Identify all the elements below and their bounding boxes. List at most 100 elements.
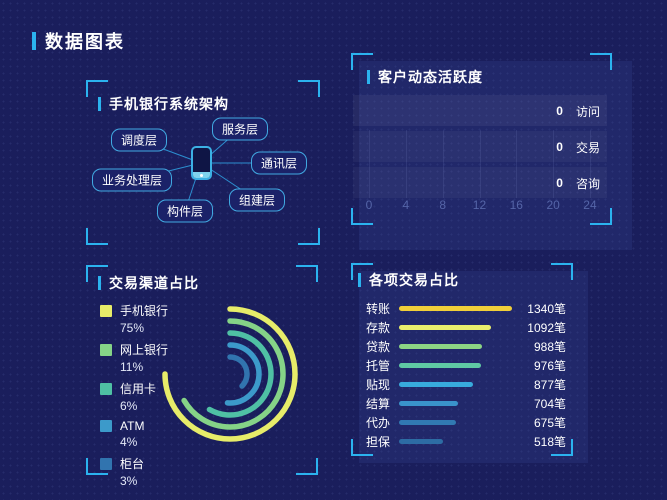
page-title-text: 数据图表 <box>45 32 125 52</box>
trade-bar-rows: 转账 1340笔 存款 1092笔 贷款 988笔 托管 976笔 贴现 <box>366 299 566 451</box>
bar-fill <box>399 401 459 406</box>
legend-swatch <box>100 420 112 432</box>
panel-channel-share: 交易渠道占比 手机银行 75% 网上银行 11% 信用卡 6% ATM 4% 柜… <box>86 265 318 488</box>
legend-percent: 3% <box>120 474 138 488</box>
bar-label: 担保 <box>366 435 391 449</box>
panel-corner <box>590 53 612 70</box>
bar-row-settlement: 结算 704笔 <box>366 394 566 413</box>
x-axis-tick: 4 <box>402 198 410 212</box>
bar-label: 贷款 <box>366 340 391 354</box>
arch-node-dispatch-layer: 调度层 <box>110 128 168 152</box>
panel-background-fill <box>359 61 632 250</box>
gridline <box>442 130 444 198</box>
panel-trade-share: 各项交易占比 转账 1340笔 存款 1092笔 贷款 988笔 托管 976笔 <box>351 263 588 463</box>
donut-arc-1 <box>181 318 286 430</box>
legend-label: ATM <box>120 419 145 433</box>
bar-row-deposit: 存款 1092笔 <box>366 318 566 337</box>
legend-label: 手机银行 <box>120 304 169 318</box>
legend-item-counter[interactable]: 柜台 3% <box>100 455 168 488</box>
bar-value: 1340笔 <box>527 302 566 316</box>
bar-row-loan: 贷款 988笔 <box>366 337 566 356</box>
panel-title-channel: 交易渠道占比 <box>98 273 199 293</box>
panel-corner <box>590 208 612 225</box>
metric-transactions: 0 交易 <box>556 139 600 155</box>
donut-arc-2 <box>206 330 274 418</box>
bar-row-transfer: 转账 1340笔 <box>366 299 566 318</box>
bar-row-discount: 贴现 877笔 <box>366 375 566 394</box>
bar-track <box>399 382 512 387</box>
bar-value: 704笔 <box>533 397 566 411</box>
panel-corner <box>351 263 373 280</box>
gridline <box>516 130 518 198</box>
panel-corner <box>86 228 108 245</box>
bar-track <box>399 420 512 425</box>
panel-corner <box>551 263 573 280</box>
legend-swatch <box>100 382 112 395</box>
bar-fill <box>399 420 456 425</box>
donut-arc-0 <box>162 306 298 442</box>
arch-node-component-layer: 构件层 <box>156 199 214 223</box>
panel-corner <box>296 458 318 475</box>
gridline <box>590 130 591 198</box>
bar-fill <box>399 325 492 330</box>
panel-corner <box>86 80 108 97</box>
legend-swatch <box>100 304 112 317</box>
panel-title-text: 交易渠道占比 <box>109 275 199 291</box>
legend-percent: 4% <box>120 435 138 449</box>
legend-item-credit-card[interactable]: 信用卡 6% <box>100 380 168 413</box>
metric-label: 访问 <box>575 104 600 119</box>
x-axis-tick: 20 <box>546 198 560 212</box>
bar-track <box>399 439 512 444</box>
bar-fill <box>399 363 482 368</box>
gridline <box>553 130 555 198</box>
panel-corner <box>298 80 320 97</box>
legend-percent: 75% <box>120 321 145 335</box>
legend-label: 网上银行 <box>120 343 169 357</box>
panel-title-accent-bar <box>98 276 101 290</box>
panel-corner <box>86 265 108 282</box>
panel-corner <box>296 265 318 282</box>
legend-item-mobile-banking[interactable]: 手机银行 75% <box>100 302 168 335</box>
panel-title-activity: 客户动态活跃度 <box>367 67 483 87</box>
chart-row-band <box>353 95 607 126</box>
metric-label: 交易 <box>575 140 600 155</box>
x-axis-tick: 12 <box>472 198 487 212</box>
panel-corner <box>351 439 373 456</box>
metric-label: 咨询 <box>575 176 600 191</box>
panel-title-text: 客户动态活跃度 <box>378 69 483 85</box>
panel-title-trade: 各项交易占比 <box>358 270 459 290</box>
bar-track <box>399 363 512 368</box>
bar-label: 托管 <box>366 359 391 373</box>
bar-value: 675笔 <box>533 416 566 430</box>
gridline <box>369 130 370 198</box>
donut-arc-3 <box>224 342 262 406</box>
arch-node-comm-layer: 通讯层 <box>250 151 308 175</box>
legend-label: 信用卡 <box>120 382 157 396</box>
panel-corner <box>551 439 573 456</box>
x-axis-tick: 8 <box>439 198 446 212</box>
vertical-gridlines <box>369 130 591 198</box>
bar-row-guarantee: 担保 518笔 <box>366 432 566 451</box>
bar-value: 518笔 <box>533 435 566 449</box>
bar-track <box>399 344 512 349</box>
panel-corner <box>351 208 373 225</box>
bar-row-agency: 代办 675笔 <box>366 413 566 432</box>
bar-value: 988笔 <box>533 340 566 354</box>
legend-label: 柜台 <box>120 457 145 471</box>
x-axis-tick: 16 <box>509 198 523 212</box>
metric-visits: 0 访问 <box>556 103 600 119</box>
legend-percent: 6% <box>120 399 138 413</box>
panel-title-accent-bar <box>358 273 361 287</box>
channel-legend: 手机银行 75% 网上银行 11% 信用卡 6% ATM 4% 柜台 3% <box>100 302 168 494</box>
legend-swatch <box>100 343 112 356</box>
legend-item-online-banking[interactable]: 网上银行 11% <box>100 341 168 374</box>
title-accent-bar <box>32 32 36 50</box>
metric-value: 0 <box>556 176 563 190</box>
metric-value: 0 <box>556 140 563 154</box>
x-axis-tick: 0 <box>365 198 373 212</box>
donut-arc-4 <box>227 354 250 389</box>
bar-label: 转账 <box>366 302 391 316</box>
panel-title-text: 各项交易占比 <box>369 272 459 288</box>
legend-item-atm[interactable]: ATM 4% <box>100 419 168 449</box>
page-title: 数据图表 <box>32 28 125 54</box>
